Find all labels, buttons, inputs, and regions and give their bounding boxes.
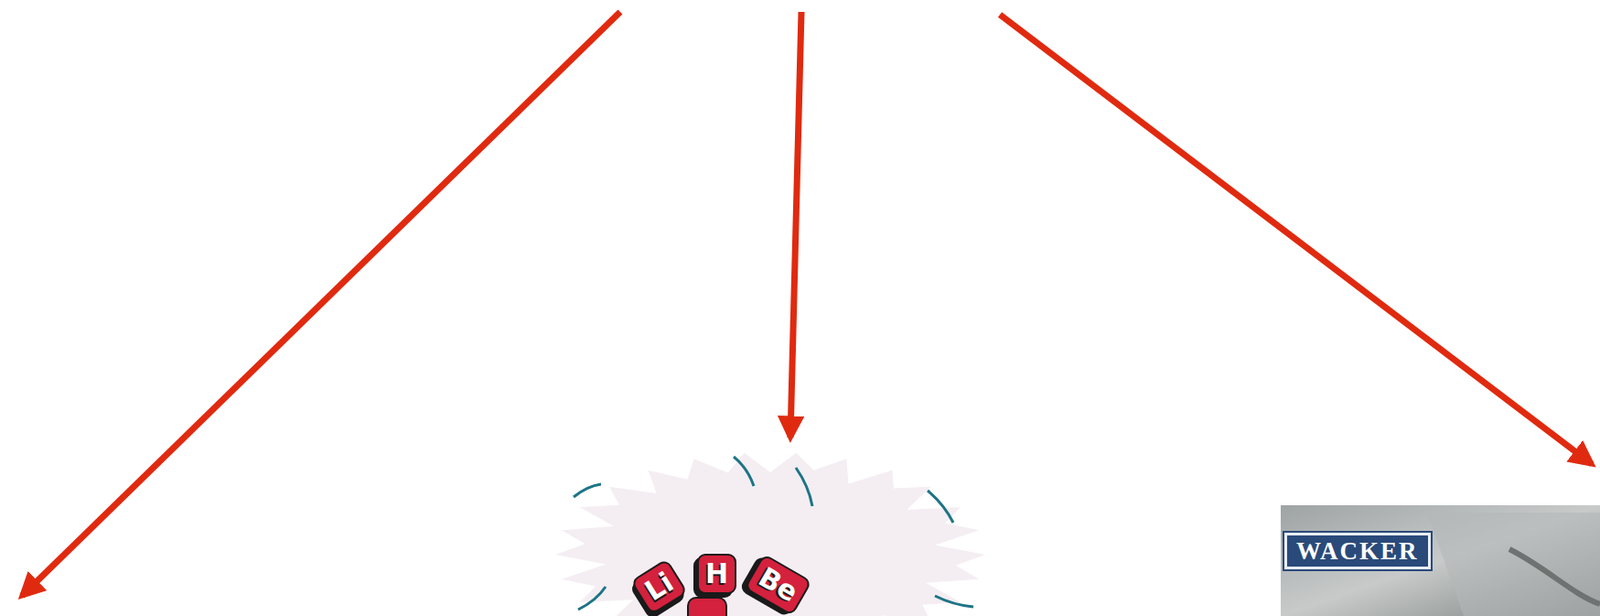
- accent-arc: [934, 595, 974, 607]
- photo: [1280, 504, 1600, 616]
- photo-detail: [1509, 548, 1600, 604]
- arrow: [21, 11, 621, 596]
- accent-arc: [573, 483, 602, 497]
- element-tile: H: [697, 553, 737, 594]
- starburst: LiHBe: [550, 449, 990, 616]
- photo-detail: [1427, 512, 1600, 616]
- accent-arc: [795, 467, 813, 506]
- accent-arc: [578, 586, 606, 610]
- arrow: [999, 14, 1592, 464]
- arrow: [790, 11, 802, 438]
- tile-partial: [687, 597, 727, 616]
- accent-arc: [733, 456, 754, 486]
- accent-arc: [927, 490, 954, 523]
- logo-box: WACKER: [1284, 532, 1431, 570]
- logo-text: WACKER: [1284, 532, 1431, 570]
- starburst-fill: [555, 452, 986, 616]
